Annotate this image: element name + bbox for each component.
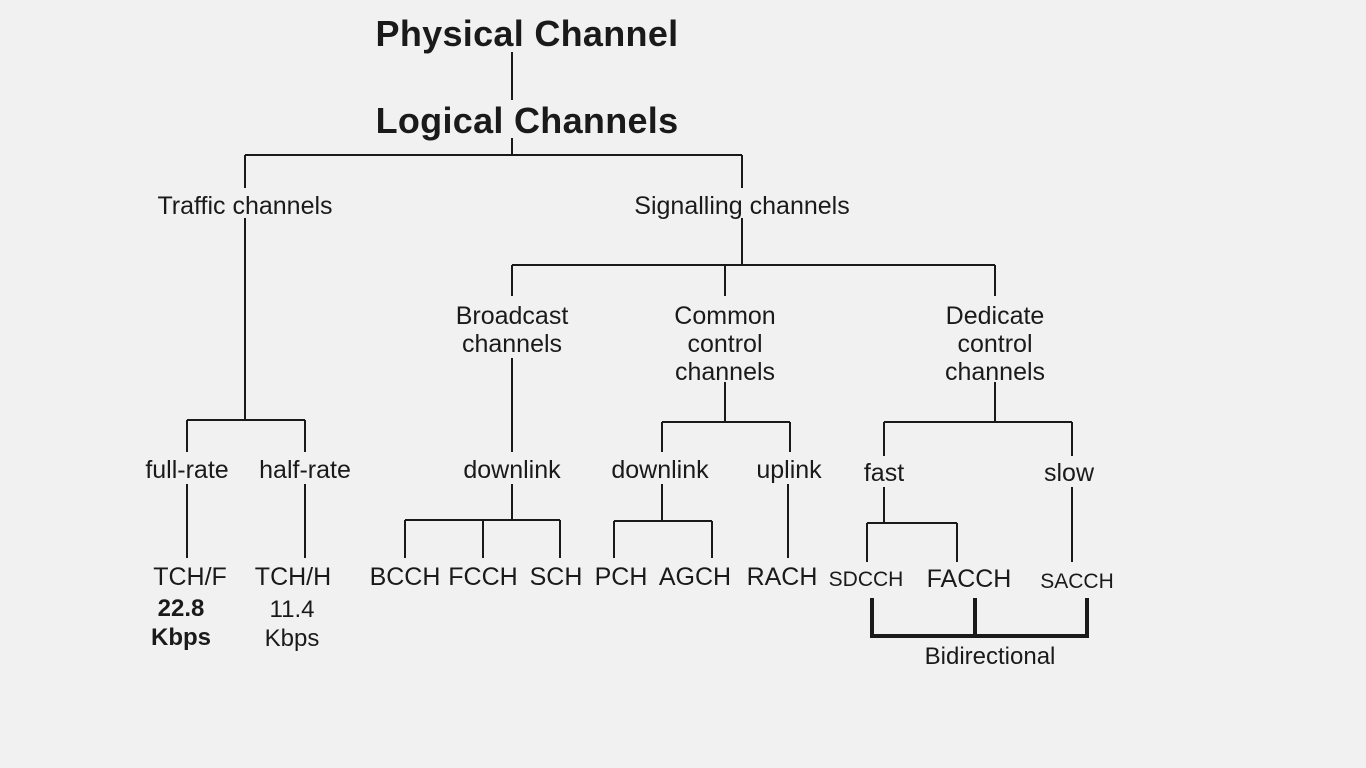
leaf-sch: SCH xyxy=(529,563,583,591)
node-signalling-channels: Signalling channels xyxy=(634,192,850,220)
node-slow: slow xyxy=(1043,459,1095,487)
node-traffic-channels: Traffic channels xyxy=(157,192,333,220)
leaf-sacch: SACCH xyxy=(1040,570,1114,593)
leaf-sdcch: SDCCH xyxy=(828,568,904,591)
leaf-tch-f: TCH/F xyxy=(153,563,227,591)
leaf-tch-f-rate: 22.8 Kbps xyxy=(151,595,211,652)
node-broadcast-channels: Broadcast channels xyxy=(455,302,569,358)
node-half-rate: half-rate xyxy=(259,456,351,484)
node-dedicate-control-channels: Dedicate control channels xyxy=(944,302,1046,386)
node-common-control-channels: Common control channels xyxy=(674,302,776,386)
page-title: Physical Channel xyxy=(375,13,679,54)
leaf-pch: PCH xyxy=(594,563,648,591)
leaf-fcch: FCCH xyxy=(448,563,518,591)
leaf-rach: RACH xyxy=(746,563,818,591)
node-common-uplink: uplink xyxy=(756,456,822,484)
node-common-downlink: downlink xyxy=(611,456,709,484)
subtitle-logical-channels: Logical Channels xyxy=(375,100,679,141)
node-full-rate: full-rate xyxy=(145,456,229,484)
node-broadcast-downlink: downlink xyxy=(463,456,561,484)
node-fast: fast xyxy=(863,459,905,487)
label-bidirectional: Bidirectional xyxy=(924,643,1056,670)
bidirectional-bracket xyxy=(870,598,1089,638)
leaf-facch: FACCH xyxy=(926,565,1012,593)
leaf-tch-h-rate: 11.4 Kbps xyxy=(264,596,320,653)
leaf-tch-h: TCH/H xyxy=(254,563,332,591)
leaf-agch: AGCH xyxy=(658,563,732,591)
leaf-bcch: BCCH xyxy=(369,563,441,591)
